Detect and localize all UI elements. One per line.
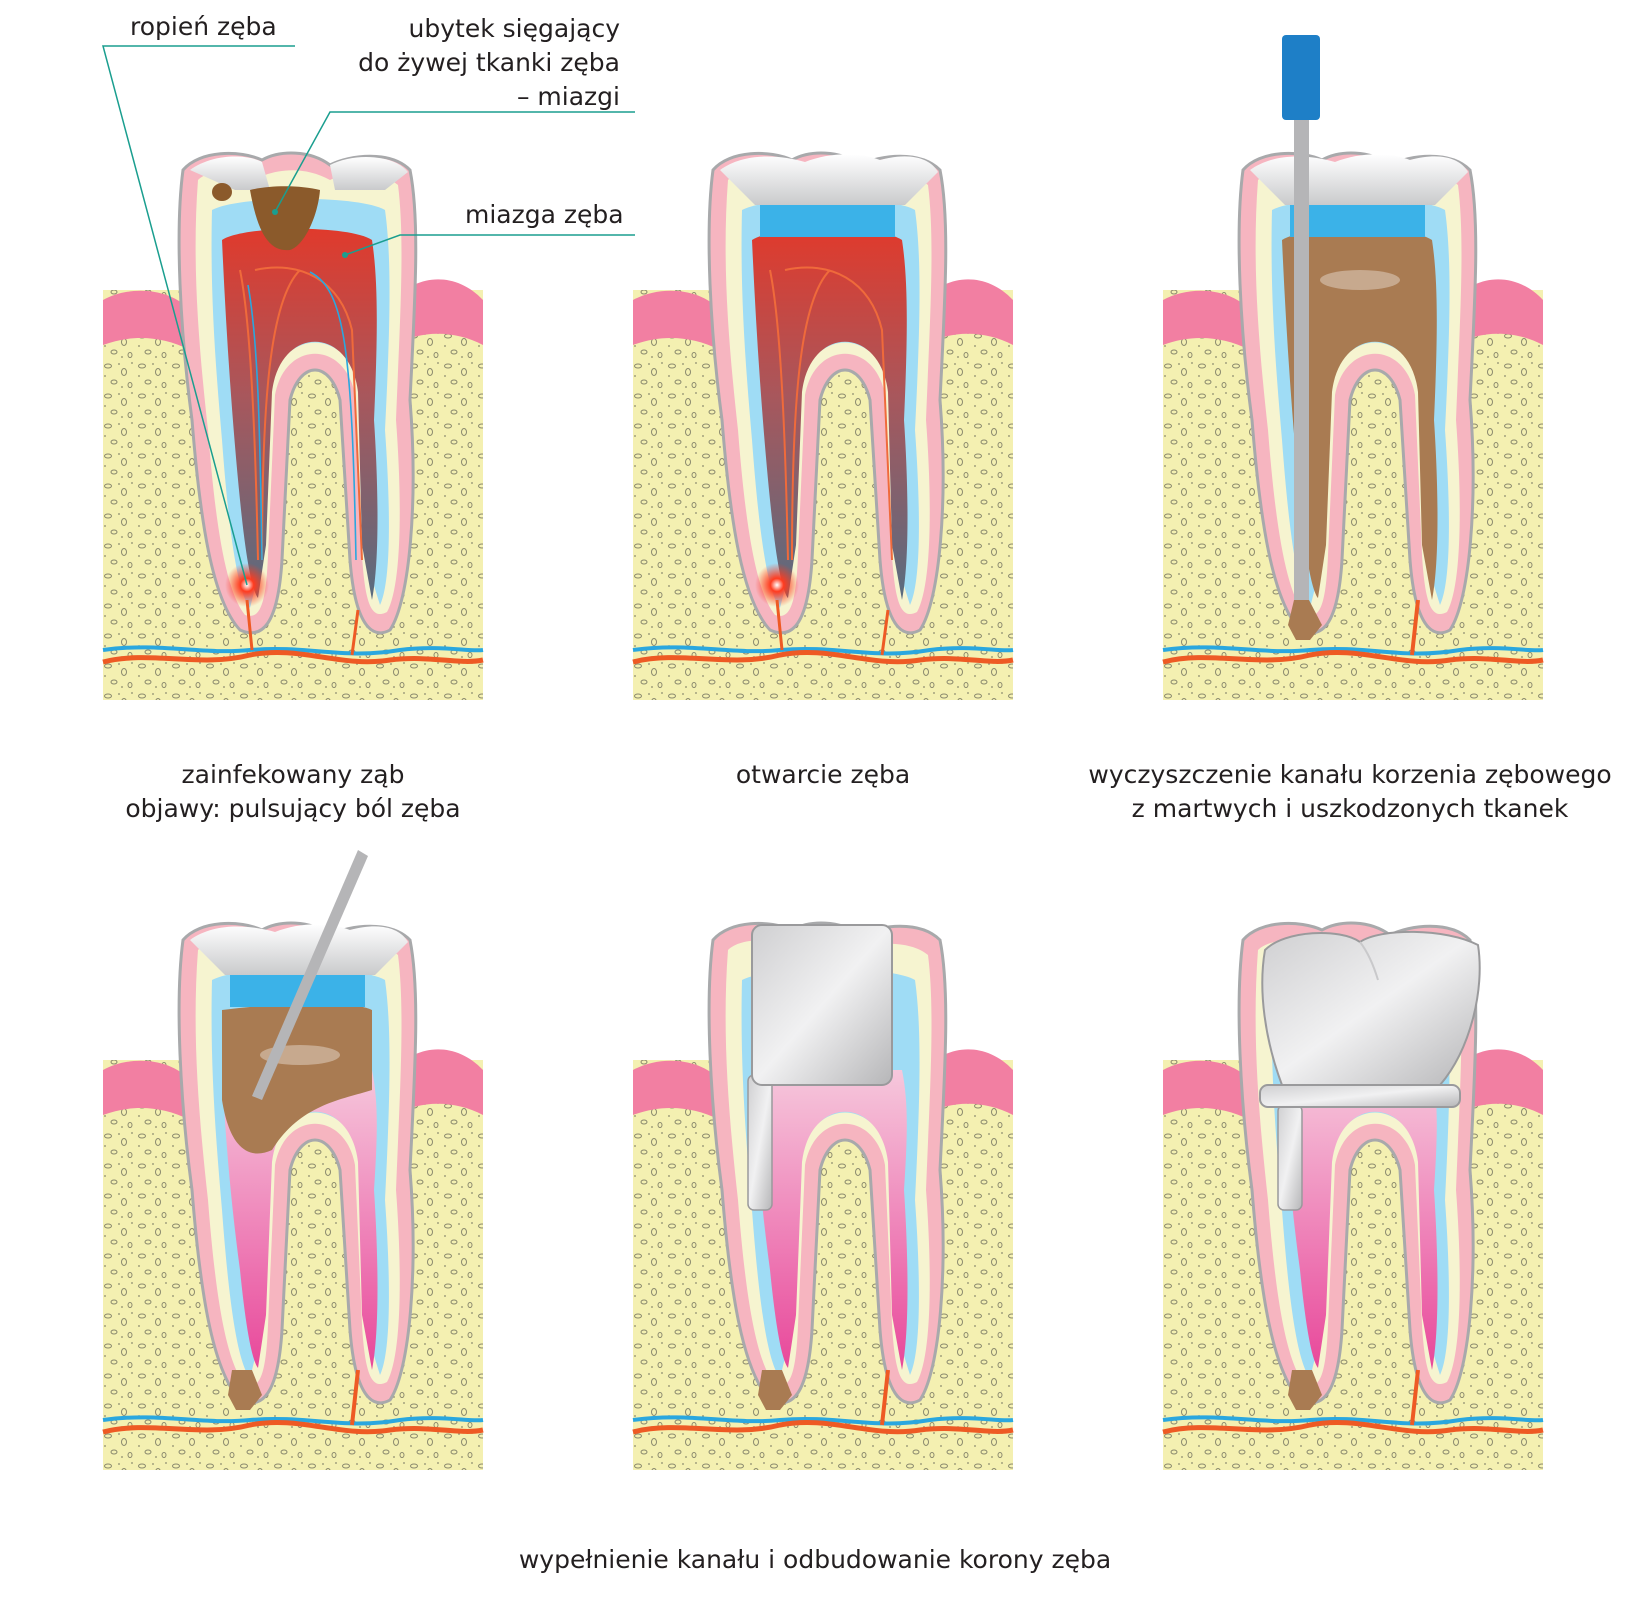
caption-step3-line2: z martwych i uszkodzonych tkanek (1131, 794, 1569, 823)
post (747, 1074, 773, 1211)
panel-post-build (632, 921, 1014, 1470)
label-cavity-line2: do żywej tkanki zęba (358, 48, 620, 77)
endodontic-file (1282, 35, 1322, 640)
panel-filling-canal (102, 850, 484, 1470)
caption-step3-line1: wyczyszczenie kanału korzenia zębowego (1088, 760, 1612, 789)
opened-chamber (760, 205, 895, 237)
crown (1261, 930, 1481, 1086)
label-cavity: ubytek sięgający do żywej tkanki zęba – … (330, 12, 620, 114)
caption-steps456: wypełnienie kanału i odbudowanie korony … (518, 1545, 1112, 1574)
label-cavity-line3: – miazgi (516, 82, 620, 111)
cavity (250, 186, 320, 251)
blood-vessels (102, 599, 484, 665)
leader-lines (102, 45, 635, 586)
label-pulp: miazga zęba (465, 200, 624, 229)
crown-base (1259, 1084, 1461, 1108)
label-cavity-line1: ubytek sięgający (408, 14, 620, 43)
panel-cleaning-canal (1162, 35, 1544, 700)
panel-opening-tooth (632, 151, 1014, 700)
panel-crown (1162, 921, 1544, 1470)
caption-step3: wyczyszczenie kanału korzenia zębowego z… (1080, 758, 1620, 826)
core-buildup (751, 924, 893, 1086)
caption-step1: zainfekowany ząb objawy: pulsujący ból z… (93, 758, 493, 826)
caption-step1-line2: objawy: pulsujący ból zęba (125, 794, 461, 823)
panel-infected-tooth (102, 45, 635, 700)
caption-step2: otwarcie zęba (735, 760, 911, 789)
tooth (177, 151, 418, 635)
filling-instrument (252, 850, 368, 1100)
label-abscess: ropień zęba (130, 12, 277, 41)
caption-step1-line1: zainfekowany ząb (181, 760, 405, 789)
